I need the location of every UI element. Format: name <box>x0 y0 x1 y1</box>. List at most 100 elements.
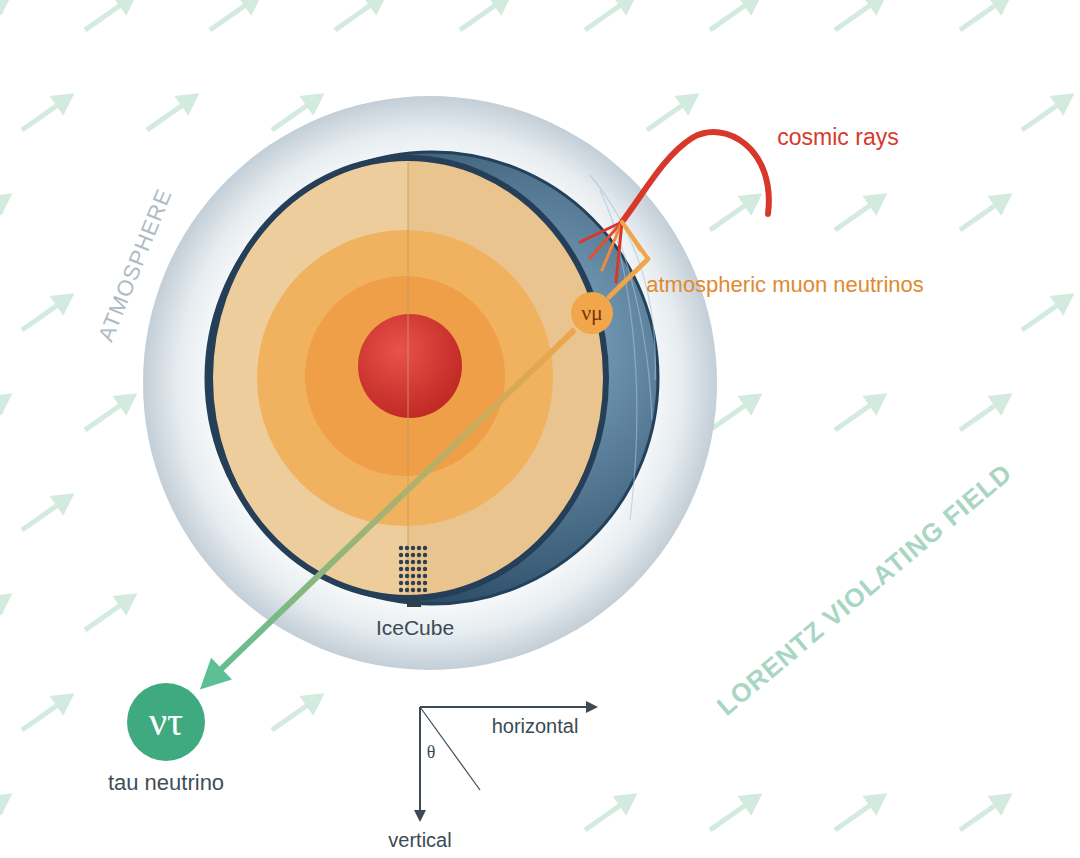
detector-string <box>423 581 427 585</box>
field-arrow <box>835 393 887 430</box>
detector-string <box>399 560 403 564</box>
detector-string <box>417 546 421 550</box>
detector-string <box>405 581 409 585</box>
detector-string <box>417 595 421 599</box>
cut-seam <box>407 162 409 594</box>
field-arrow <box>835 0 887 30</box>
field-arrow <box>85 0 137 30</box>
field-arrow <box>335 0 387 30</box>
detector-string <box>423 553 427 557</box>
detector-string <box>411 546 415 550</box>
region-label: ATMOSPHERE <box>93 185 177 345</box>
field-arrow <box>710 393 762 430</box>
field-arrow <box>960 393 1012 430</box>
particle-symbol: νμ <box>581 302 603 324</box>
inner-core <box>358 314 462 418</box>
field-arrow <box>22 93 74 130</box>
field-arrow <box>22 693 74 730</box>
detector-string <box>411 581 415 585</box>
detector-string <box>405 595 409 599</box>
detector-string <box>399 546 403 550</box>
circle-fill <box>127 683 205 761</box>
axis-label: horizontal <box>492 715 579 738</box>
annotation-label: cosmic rays <box>777 124 898 150</box>
field-arrow <box>835 193 887 230</box>
detector-base <box>407 601 421 607</box>
field-arrow <box>22 293 74 330</box>
field-arrow <box>960 793 1012 830</box>
field-arrow <box>585 793 637 830</box>
field-arrow <box>85 593 137 630</box>
detector-string <box>423 588 427 592</box>
detector-string <box>417 588 421 592</box>
detector-string <box>417 581 421 585</box>
field-arrow <box>22 493 74 530</box>
atmosphere <box>143 96 717 670</box>
annotation-label: atmospheric muon neutrinos <box>646 272 924 297</box>
detector-string <box>399 553 403 557</box>
field-arrow <box>960 193 1012 230</box>
field-arrow <box>85 393 137 430</box>
detector-string <box>405 546 409 550</box>
detector-string <box>411 560 415 564</box>
particle-circle: νμ <box>570 291 614 335</box>
neutrino-path-arrow <box>200 330 575 690</box>
field-arrow <box>710 793 762 830</box>
particle-symbol: ντ <box>149 702 183 742</box>
field-arrow <box>647 93 699 130</box>
field-arrow <box>147 93 199 130</box>
cosmic-ray-shower <box>580 132 769 297</box>
detector-string <box>399 567 403 571</box>
detector-string <box>411 574 415 578</box>
detector-string <box>417 574 421 578</box>
detector-string <box>423 595 427 599</box>
field-arrow <box>0 0 12 30</box>
detector-string <box>423 574 427 578</box>
particle-circle: ντtau neutrino <box>126 682 206 762</box>
detector-string <box>399 581 403 585</box>
field-arrow <box>0 393 12 430</box>
detector-string <box>405 574 409 578</box>
detector-string <box>399 595 403 599</box>
field-label: LORENTZ VIOLATING FIELD <box>712 458 1018 722</box>
detector-string <box>423 546 427 550</box>
detector-string <box>423 567 427 571</box>
field-arrow <box>835 793 887 830</box>
field-arrow <box>210 0 262 30</box>
field-arrow <box>0 593 12 630</box>
field-arrow <box>1022 293 1074 330</box>
circle-fill <box>571 292 613 334</box>
particle-name: tau neutrino <box>108 770 224 795</box>
detector-string <box>411 567 415 571</box>
field-arrow <box>710 0 762 30</box>
field-arrow <box>585 0 637 30</box>
field-arrow <box>960 0 1012 30</box>
field-arrow <box>0 193 12 230</box>
field-arrow <box>272 693 324 730</box>
detector-label: IceCube <box>376 616 454 640</box>
detector-string <box>399 574 403 578</box>
field-arrow <box>710 193 762 230</box>
detector-string <box>405 560 409 564</box>
detector-string <box>399 588 403 592</box>
axis-label: vertical <box>388 829 451 852</box>
crust-face <box>210 158 606 598</box>
mantle <box>257 230 553 526</box>
detector-string <box>405 588 409 592</box>
angle-symbol: θ <box>427 742 436 763</box>
globe <box>206 152 658 604</box>
earth-rim <box>210 158 606 598</box>
zenith-axes <box>414 701 598 822</box>
field-arrow <box>1022 93 1074 130</box>
detector-string <box>423 560 427 564</box>
arrowhead <box>200 658 232 690</box>
field-arrow <box>0 793 12 830</box>
detector-string <box>405 553 409 557</box>
detector-string <box>417 560 421 564</box>
detector-string <box>417 567 421 571</box>
outer-core <box>305 276 505 476</box>
detector-string <box>405 567 409 571</box>
